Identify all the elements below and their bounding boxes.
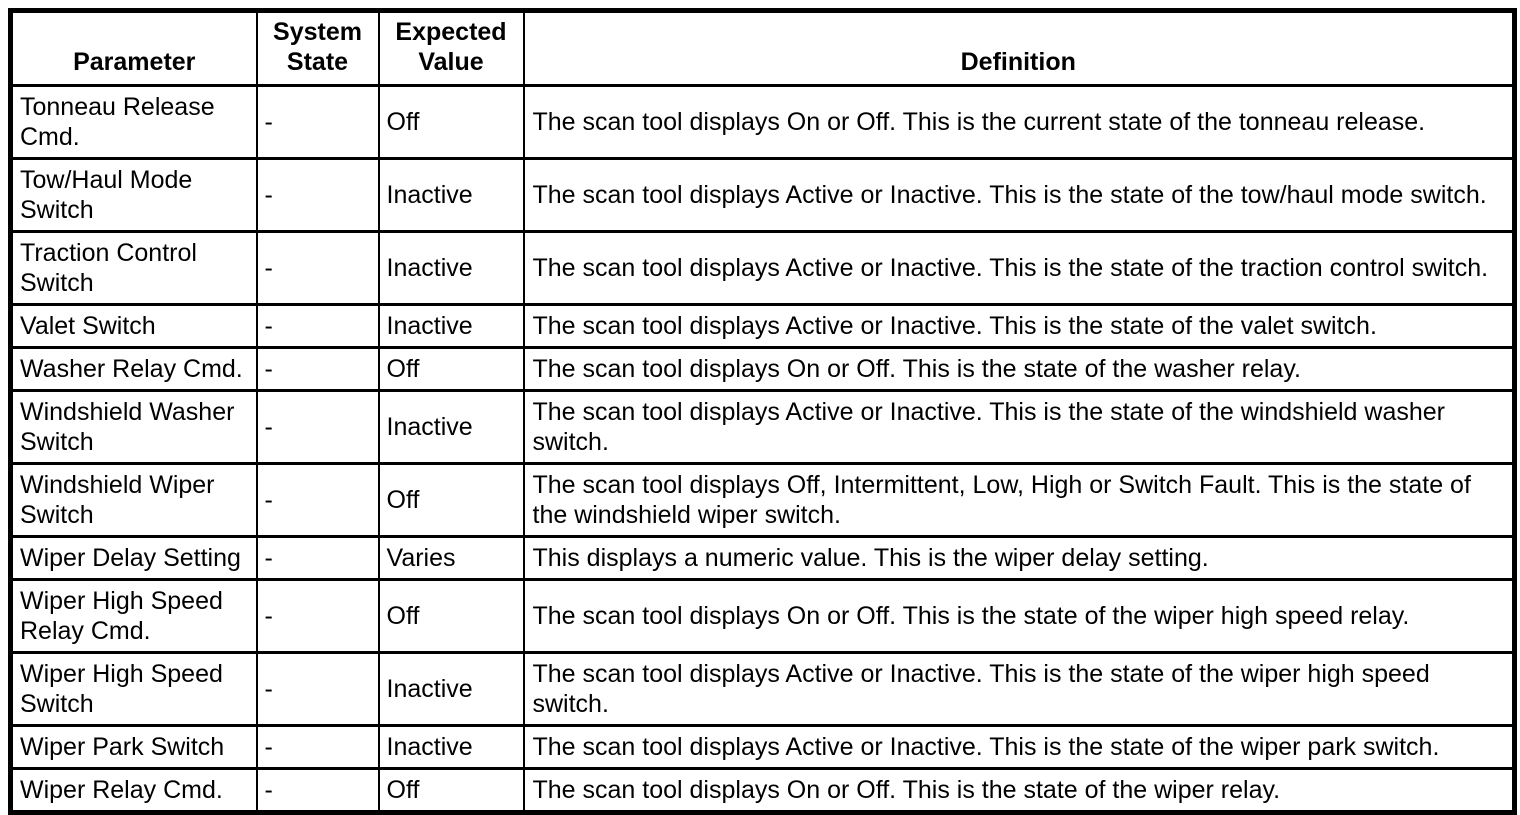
cell-system-state: - (255, 346, 380, 392)
cell-parameter: Valet Switch (9, 303, 258, 349)
scan-tool-data-table: Parameter System State Expected Value De… (8, 8, 1517, 815)
cell-definition: The scan tool displays Off, Intermittent… (522, 462, 1516, 538)
cell-system-state: - (255, 230, 380, 306)
table-row: Tonneau Release Cmd. - Off The scan tool… (9, 84, 1516, 160)
cell-system-state: - (255, 84, 380, 160)
table-row: Windshield Wiper Switch - Off The scan t… (9, 462, 1516, 538)
cell-parameter: Wiper Delay Setting (9, 535, 258, 581)
cell-expected-value: Off (377, 578, 525, 654)
cell-parameter: Tonneau Release Cmd. (9, 84, 258, 160)
table-row: Wiper Relay Cmd. - Off The scan tool dis… (9, 767, 1516, 814)
cell-definition: The scan tool displays Active or Inactiv… (522, 230, 1516, 306)
cell-expected-value: Off (377, 84, 525, 160)
table-header: Parameter System State Expected Value De… (9, 9, 1516, 87)
cell-definition: The scan tool displays On or Off. This i… (522, 578, 1516, 654)
column-header-definition: Definition (522, 9, 1516, 87)
table-row: Tow/Haul Mode Switch - Inactive The scan… (9, 157, 1516, 233)
cell-expected-value: Off (377, 346, 525, 392)
cell-definition: The scan tool displays Active or Inactiv… (522, 157, 1516, 233)
column-header-system-state: System State (255, 9, 380, 87)
cell-definition: The scan tool displays On or Off. This i… (522, 767, 1516, 814)
column-header-parameter: Parameter (9, 9, 258, 87)
cell-definition: This displays a numeric value. This is t… (522, 535, 1516, 581)
column-header-expected-value: Expected Value (377, 9, 525, 87)
cell-system-state: - (255, 767, 380, 814)
cell-parameter: Washer Relay Cmd. (9, 346, 258, 392)
cell-definition: The scan tool displays Active or Inactiv… (522, 303, 1516, 349)
cell-system-state: - (255, 462, 380, 538)
cell-system-state: - (255, 535, 380, 581)
table-row: Wiper High Speed Relay Cmd. - Off The sc… (9, 578, 1516, 654)
cell-definition: The scan tool displays Active or Inactiv… (522, 724, 1516, 770)
cell-expected-value: Off (377, 767, 525, 814)
cell-parameter: Wiper Relay Cmd. (9, 767, 258, 814)
cell-parameter: Wiper High Speed Relay Cmd. (9, 578, 258, 654)
cell-parameter: Windshield Washer Switch (9, 389, 258, 465)
cell-expected-value: Varies (377, 535, 525, 581)
cell-system-state: - (255, 389, 380, 465)
cell-expected-value: Inactive (377, 724, 525, 770)
cell-definition: The scan tool displays On or Off. This i… (522, 84, 1516, 160)
cell-parameter: Wiper Park Switch (9, 724, 258, 770)
cell-parameter: Wiper High Speed Switch (9, 651, 258, 727)
cell-expected-value: Inactive (377, 303, 525, 349)
cell-system-state: - (255, 578, 380, 654)
cell-expected-value: Inactive (377, 157, 525, 233)
table-body: Tonneau Release Cmd. - Off The scan tool… (9, 84, 1516, 814)
table-row: Washer Relay Cmd. - Off The scan tool di… (9, 346, 1516, 392)
table-row: Wiper High Speed Switch - Inactive The s… (9, 651, 1516, 727)
cell-system-state: - (255, 157, 380, 233)
cell-expected-value: Inactive (377, 651, 525, 727)
cell-expected-value: Inactive (377, 230, 525, 306)
cell-definition: The scan tool displays Active or Inactiv… (522, 389, 1516, 465)
table-row: Valet Switch - Inactive The scan tool di… (9, 303, 1516, 349)
table-row: Wiper Park Switch - Inactive The scan to… (9, 724, 1516, 770)
cell-parameter: Traction Control Switch (9, 230, 258, 306)
cell-expected-value: Off (377, 462, 525, 538)
table-header-row: Parameter System State Expected Value De… (9, 9, 1516, 87)
table-row: Wiper Delay Setting - Varies This displa… (9, 535, 1516, 581)
cell-system-state: - (255, 724, 380, 770)
cell-system-state: - (255, 303, 380, 349)
table-row: Windshield Washer Switch - Inactive The … (9, 389, 1516, 465)
cell-parameter: Tow/Haul Mode Switch (9, 157, 258, 233)
cell-system-state: - (255, 651, 380, 727)
cell-definition: The scan tool displays On or Off. This i… (522, 346, 1516, 392)
table-row: Traction Control Switch - Inactive The s… (9, 230, 1516, 306)
cell-parameter: Windshield Wiper Switch (9, 462, 258, 538)
cell-expected-value: Inactive (377, 389, 525, 465)
cell-definition: The scan tool displays Active or Inactiv… (522, 651, 1516, 727)
